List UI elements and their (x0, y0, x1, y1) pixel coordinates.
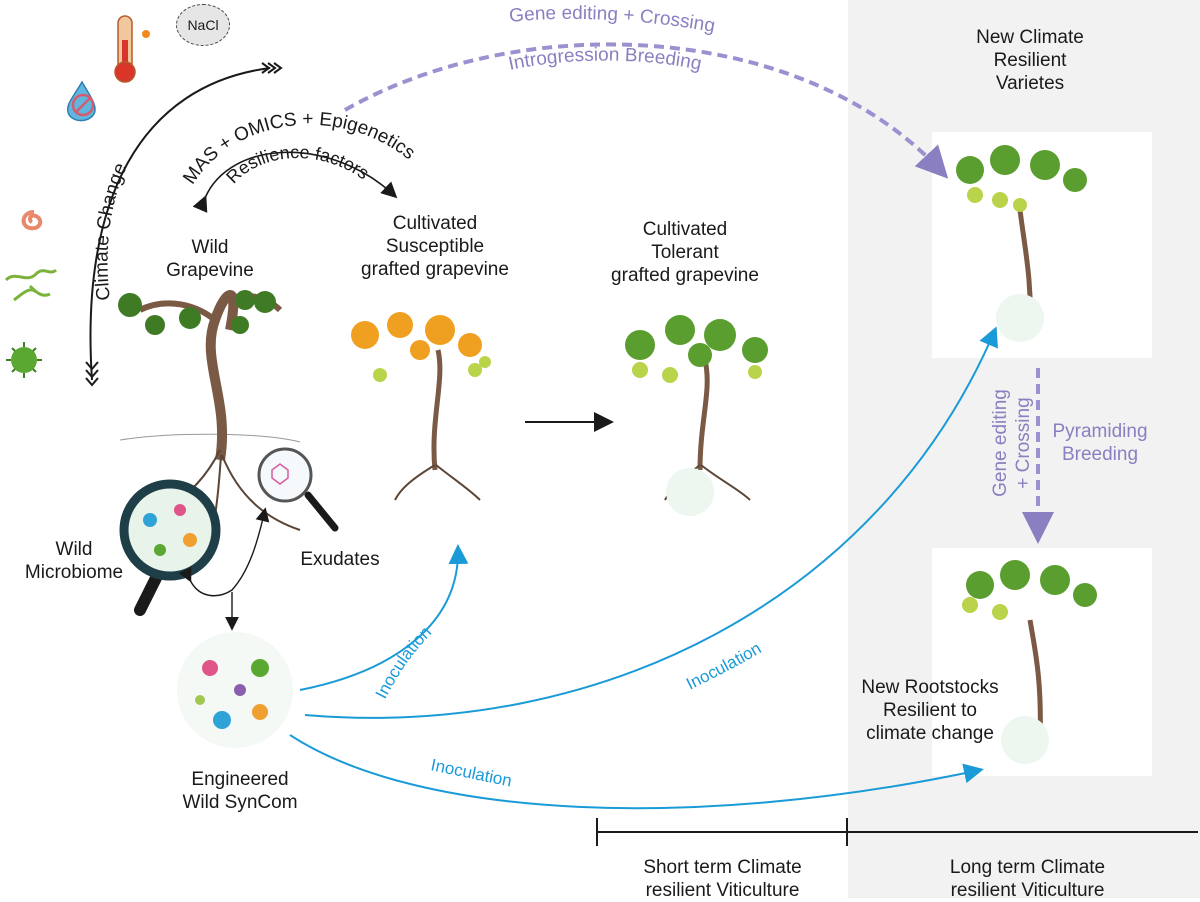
climate-change-label: Climate Change (91, 160, 131, 302)
microbiome-exudates-arrow (178, 507, 270, 597)
worm-icon (21, 210, 43, 231)
tolerant-vine-illustration (625, 315, 768, 516)
new-rootstocks-vine-illustration (962, 560, 1097, 764)
introgression-breeding-arrow (344, 42, 949, 179)
syncom-illustration (177, 632, 293, 748)
resilience-double-arrow (192, 151, 398, 213)
new-varieties-label: New Climate Resilient Varietes (976, 27, 1084, 94)
virus-icon (6, 342, 42, 378)
new-rootstocks-label: New Rootstocks Resilient to climate chan… (861, 677, 999, 744)
exudates-label: Exudates (300, 549, 380, 570)
pyramiding-label: Pyramiding Breeding (1052, 421, 1148, 465)
gene-editing-side-label: Gene editing + Crossing (990, 389, 1034, 497)
exudates-magnifier (257, 447, 339, 532)
long-term-label: Long term Climate resilient Viticulture (949, 857, 1106, 901)
wild-microbiome-label: Wild Microbiome (24, 539, 124, 583)
gene-editing-top-label: Gene editing + Crossing (508, 3, 716, 37)
wild-grapevine-label: Wild Grapevine (166, 237, 254, 281)
wild-microbiome-magnifier (119, 479, 221, 616)
cultivated-tolerant-label: Cultivated Tolerant grafted grapevine (611, 219, 759, 286)
inoculation-arrow-1 (299, 544, 469, 691)
engineered-syncom-label: Engineered Wild SynCom (182, 769, 298, 813)
drought-icon (66, 80, 96, 122)
mas-omics-label: MAS + OMICS + Epigenetics (179, 109, 419, 188)
resilience-factors-label: Resilience factors (222, 142, 372, 187)
susceptible-vine-illustration (351, 312, 491, 501)
climate-change-arrow (85, 62, 283, 387)
new-varieties-vine-illustration (956, 145, 1087, 342)
timeline (596, 818, 1198, 846)
short-term-label: Short term Climate resilient Viticulture (643, 857, 802, 901)
inoculation-arrow-2 (304, 326, 998, 719)
inoculation-label-2: Inoculation (683, 639, 764, 694)
nacl-salt-icon: NaCl (176, 4, 230, 46)
fungus-icon (4, 268, 58, 302)
wild-grapevine-illustration (118, 290, 301, 541)
thermometer-icon (114, 15, 150, 83)
inoculation-label-3: Inoculation (429, 755, 513, 790)
inoculation-arrow-3 (289, 734, 984, 810)
cultivated-susceptible-label: Cultivated Susceptible grafted grapevine (361, 213, 509, 280)
